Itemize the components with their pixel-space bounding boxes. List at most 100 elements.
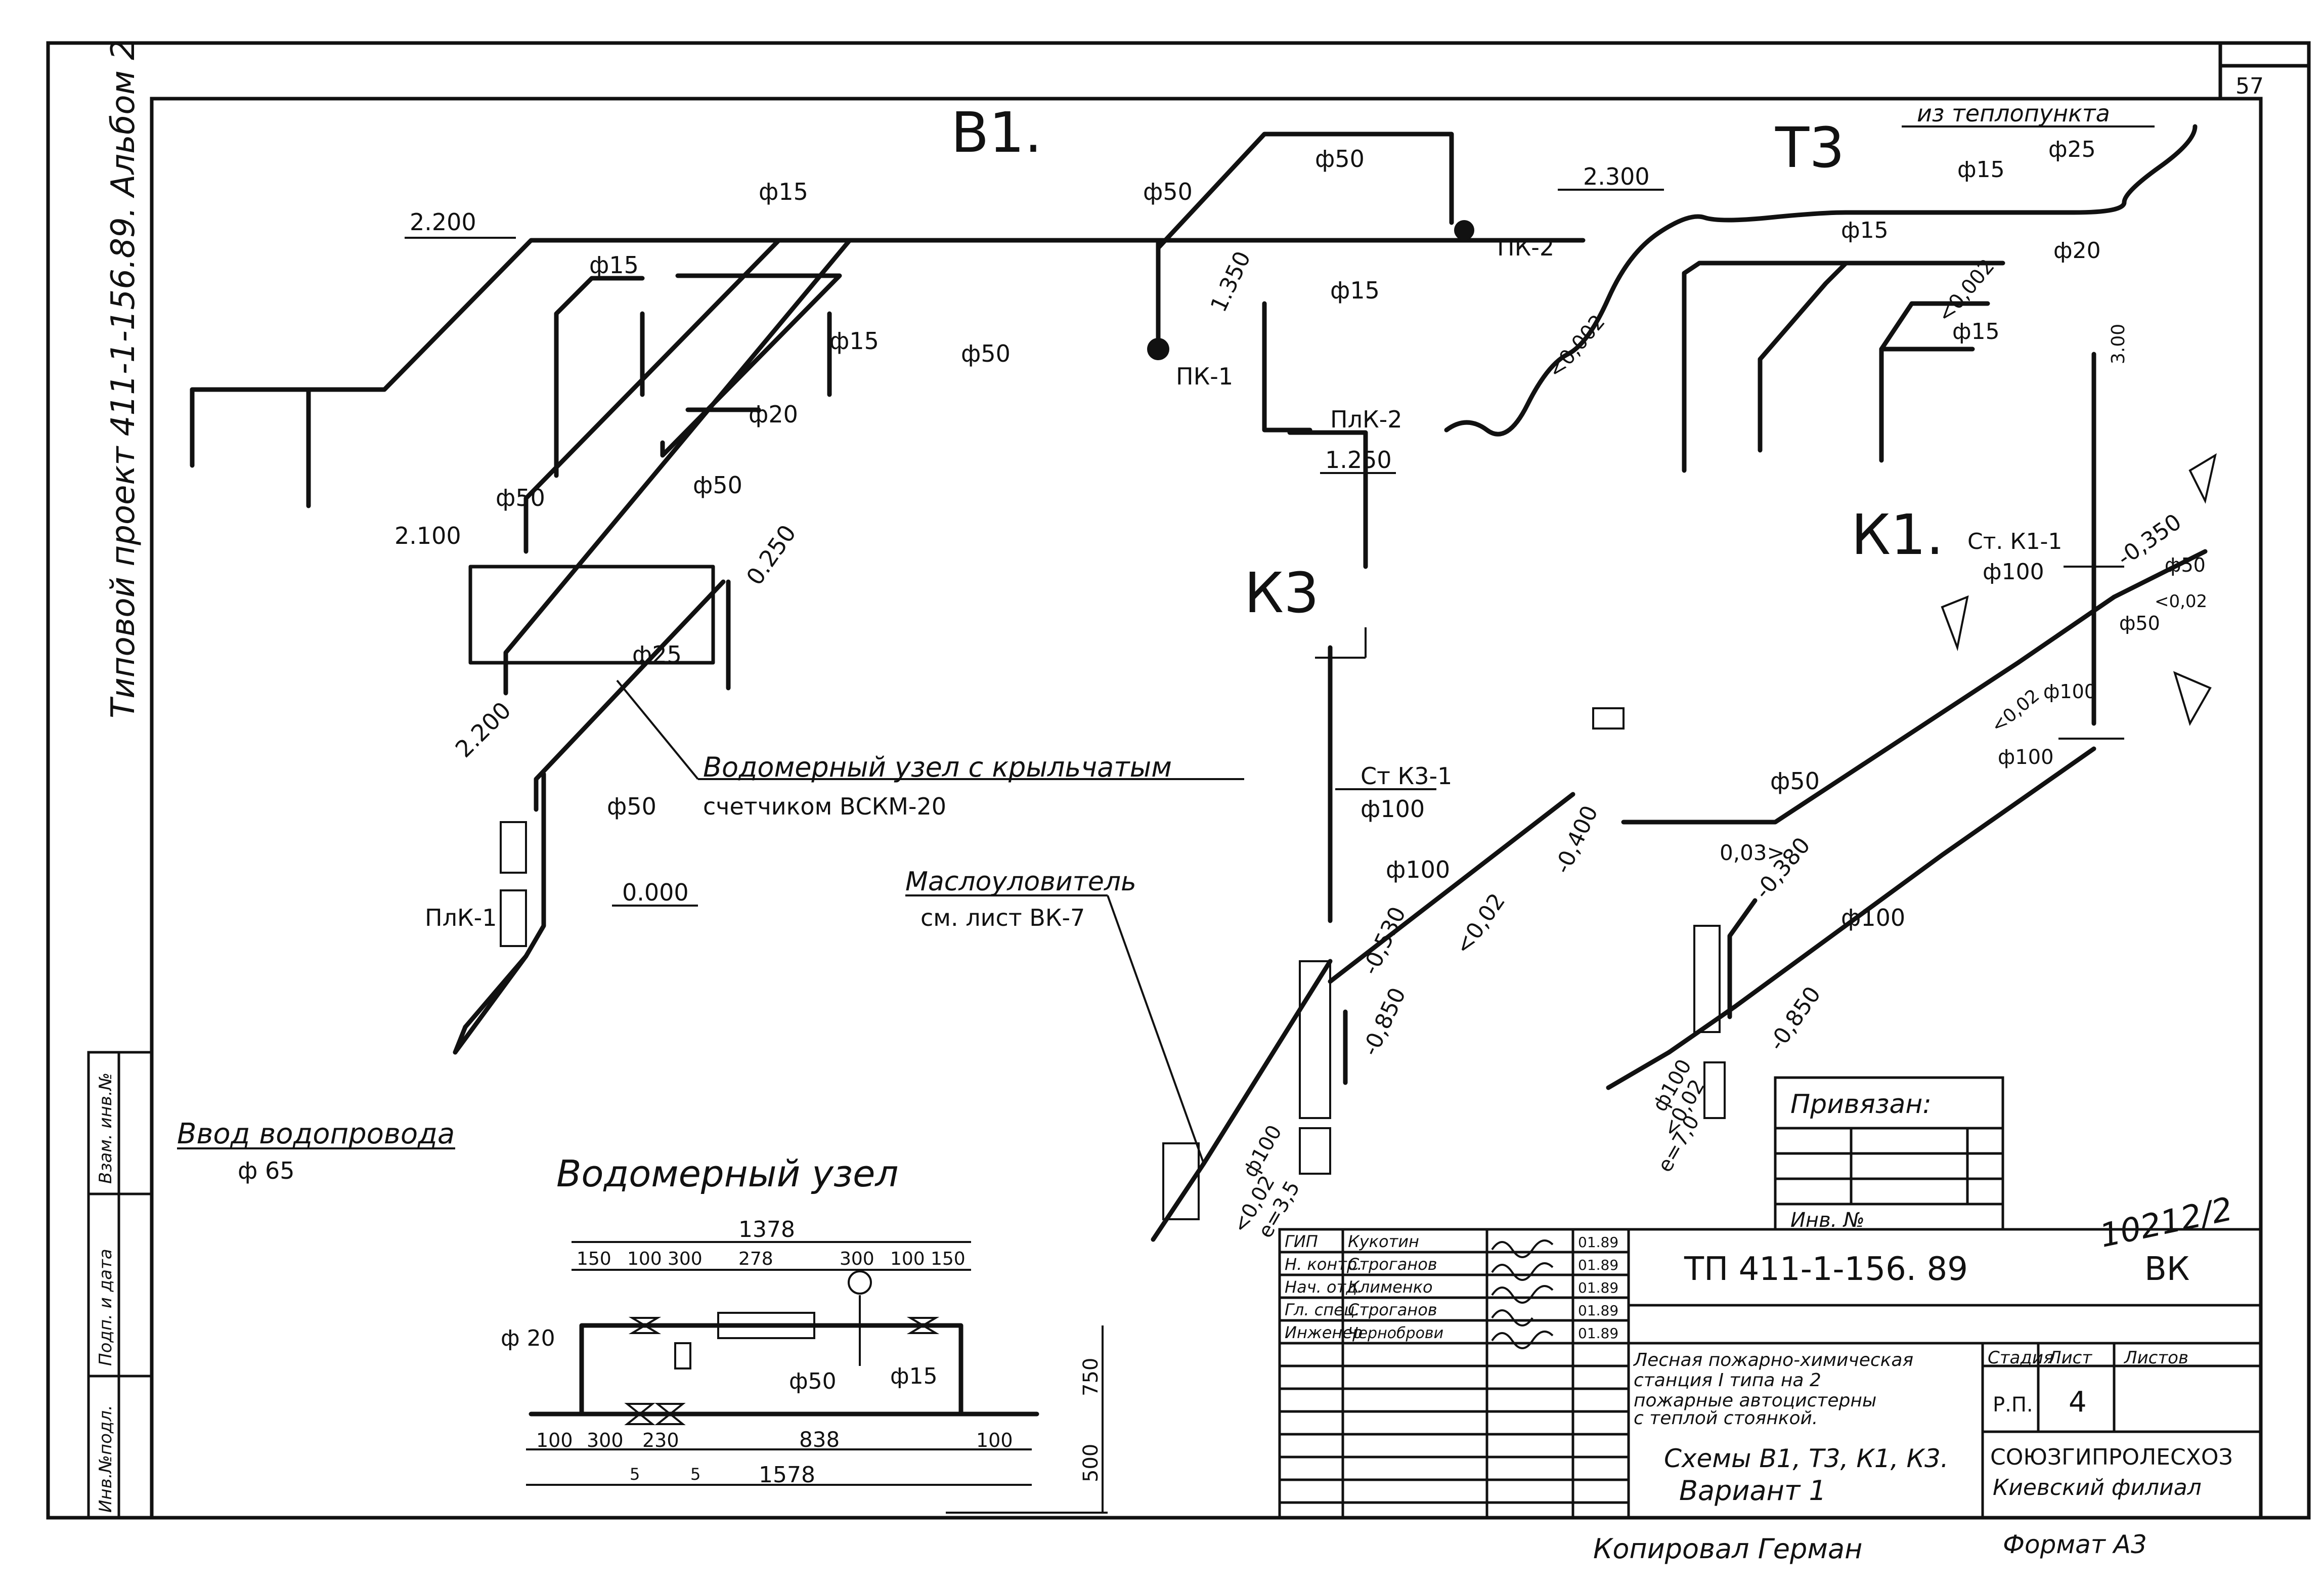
dim-top: 150 <box>931 1249 966 1269</box>
label-phi50: ф50 <box>496 484 545 511</box>
sheet-mark: ВК <box>2144 1251 2189 1288</box>
archive-number: 10212/2 <box>2096 1190 2235 1255</box>
label-phi50: ф50 <box>1770 767 1820 795</box>
inner-frame <box>150 97 2263 1520</box>
staff-role: ГИП <box>1285 1232 1318 1251</box>
label-phi50: ф50 <box>2119 612 2160 634</box>
dim-top: 100 <box>890 1249 925 1269</box>
signature <box>1491 1262 1554 1281</box>
dim-bottom: 838 <box>799 1427 840 1452</box>
label-0400: -0,400 <box>1550 802 1603 878</box>
label-1350: 1.350 <box>1206 247 1256 316</box>
dim-1578: 1578 <box>759 1462 815 1488</box>
scheme-t3-title: Т3 <box>1775 115 1845 180</box>
water-meter-note: счетчиком ВСКМ-20 <box>703 793 946 820</box>
label-phi20: ф20 <box>749 401 798 428</box>
staff-date: 01.89 <box>1578 1279 1618 1296</box>
label-0850: -0,850 <box>1357 984 1411 1060</box>
washbasin-icon <box>2188 453 2217 504</box>
scheme-k3-title: К3 <box>1244 561 1319 625</box>
riser-k1: Ст. К1-1 <box>1967 529 2062 554</box>
staff-role: Инженер <box>1285 1323 1363 1342</box>
label-300: 3.00 <box>2108 324 2129 364</box>
water-meter-icon <box>717 1312 815 1339</box>
dim-bottom: 230 <box>642 1429 679 1451</box>
stage-value: Р.П. <box>1993 1393 2033 1417</box>
valve-icon <box>628 1317 662 1334</box>
label-phi50: ф50 <box>1143 178 1193 205</box>
label-phi50: ф50 <box>693 472 742 499</box>
dim-top: 300 <box>668 1249 703 1269</box>
binding-inv: Инв. № <box>1790 1209 1865 1232</box>
label-slope: <0,02 <box>2155 591 2207 612</box>
dim-top: 278 <box>738 1249 773 1269</box>
copied-by: Копировал Герман <box>1593 1533 1862 1565</box>
staff-name: Черноброви <box>1348 1324 1443 1342</box>
scheme-k3: К3 Ст К3-1 ф100 ф100 <0,02 -0,530 -0,400… <box>905 561 1603 1242</box>
project-code: ТП 411-1-156. 89 <box>1684 1251 1968 1288</box>
label-slope: <0,002 <box>1933 254 1999 327</box>
dim-small: 5 <box>630 1465 640 1484</box>
pressure-gauge-icon <box>848 1270 872 1295</box>
label-phi15: ф15 <box>759 178 808 205</box>
dim-bottom: 100 <box>976 1429 1013 1451</box>
dim-top: 100 <box>627 1249 662 1269</box>
dim-small: 5 <box>690 1465 700 1484</box>
signature <box>1491 1239 1554 1258</box>
staff-role: Гл. спец. <box>1285 1300 1360 1319</box>
label-2100: 2.100 <box>394 522 461 549</box>
label-slope: <0,02 <box>1987 686 2043 737</box>
grease-trap-ref: см. лист ВК-7 <box>920 904 1085 931</box>
scheme-t3: Т3 из теплопункта ф25 2.300 ф15 ф15 ф20 … <box>1315 100 2198 474</box>
sheet-header: Лист <box>2047 1348 2092 1368</box>
label-e70: е=7,0 <box>1653 1111 1704 1176</box>
staff-role: Н. контр. <box>1285 1255 1362 1274</box>
label-plk1: ПлК-1 <box>425 904 497 931</box>
page-number: 57 <box>2235 73 2264 99</box>
staff-date: 01.89 <box>1578 1302 1618 1319</box>
signature <box>1491 1285 1554 1304</box>
scheme-b1-title: В1. <box>951 100 1042 165</box>
label-2200-top: 2.200 <box>410 208 476 236</box>
riser-k1-d: ф100 <box>1983 559 2044 585</box>
label-slope: <0,002 <box>1544 310 1609 382</box>
t3-hot-water-line <box>1444 124 2198 437</box>
dim-top: 300 <box>840 1249 874 1269</box>
label-phi100: ф100 <box>1998 746 2054 769</box>
dim-750: 750 <box>1079 1358 1103 1396</box>
sheet-no: 4 <box>2069 1386 2087 1419</box>
label-phi15: ф15 <box>829 327 879 355</box>
label-phi50: ф50 <box>1315 145 1365 173</box>
sink-icon <box>2173 671 2212 726</box>
label-plk2: ПлК-2 <box>1330 406 1402 433</box>
label-phi15: ф15 <box>1330 277 1380 304</box>
staff-name: Клименко <box>1348 1277 1433 1297</box>
water-meter-unit-title: Водомерный узел <box>556 1152 898 1195</box>
water-meter-note: Водомерный узел с крыльчатым <box>703 751 1172 783</box>
object-name: Лесная пожарно-химическая <box>1633 1350 1913 1370</box>
sheets-header: Листов <box>2123 1348 2188 1368</box>
label-phi100: ф100 <box>1841 904 1905 931</box>
dim-bottom: 100 <box>536 1429 573 1451</box>
grease-trap-note: Маслоуловитель <box>905 867 1136 897</box>
from-heat-point: из теплопункта <box>1917 100 2110 127</box>
label-phi50: ф50 <box>2165 554 2206 576</box>
binding-title: Привязан: <box>1790 1089 1932 1120</box>
scheme-k1-title: К1. <box>1851 502 1944 567</box>
object-name: пожарные автоцистерны <box>1634 1390 1876 1411</box>
drawing-title: Схемы В1, Т3, К1, К3. <box>1664 1444 1949 1473</box>
drawing-variant: Вариант 1 <box>1679 1475 1826 1507</box>
fire-hydrant-icon <box>1147 338 1169 360</box>
label-phi15: ф15 <box>589 251 639 279</box>
title-block: ТП 411-1-156. 89 ВК ГИП Кукотин 01.89 Н.… <box>1278 1228 2262 1519</box>
label-phi15: ф15 <box>1957 157 2005 183</box>
organization: СОЮЗГИПРОЛЕСХОЗ <box>1990 1444 2233 1470</box>
object-name: станция I типа на 2 <box>1634 1370 1821 1391</box>
organization-branch: Киевский филиал <box>1993 1475 2202 1501</box>
label-phi100: ф100 <box>2043 680 2096 703</box>
label-phi15: ф15 <box>1952 319 2000 345</box>
label-0250: 0.250 <box>741 520 802 590</box>
label-0530: -0,530 <box>1357 903 1411 979</box>
